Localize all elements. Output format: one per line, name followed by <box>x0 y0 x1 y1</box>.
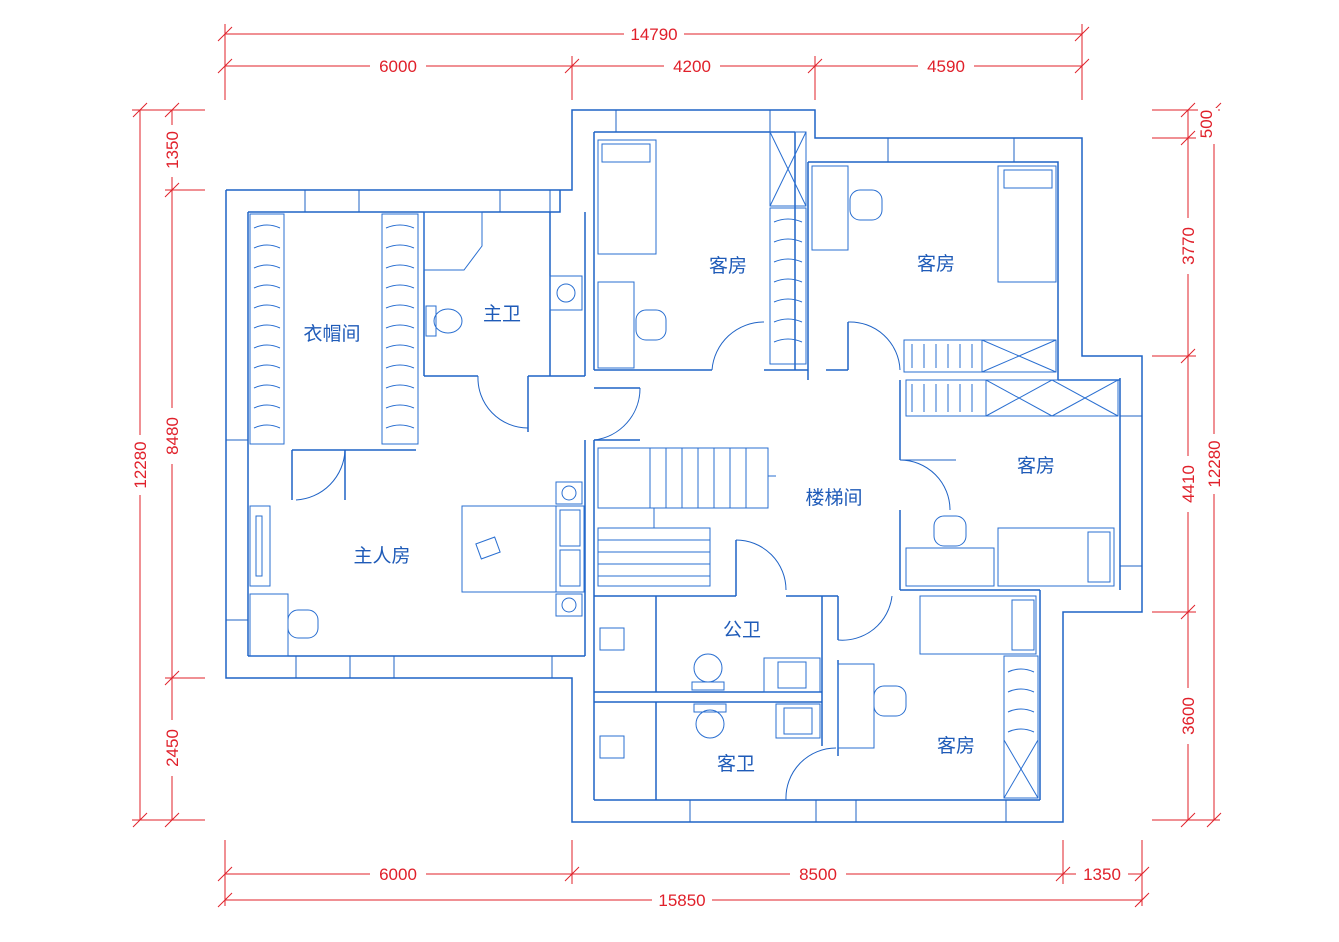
label-guest-bath: 客卫 <box>717 753 755 775</box>
room-labels: 衣帽间 主卫 客房 客房 客房 楼梯间 主人房 公卫 客卫 客房 <box>303 253 1055 775</box>
label-public-bath: 公卫 <box>723 619 761 641</box>
dim-right-seg-2: 3770 <box>1179 227 1198 265</box>
label-master-bedroom: 主人房 <box>353 545 410 567</box>
label-master-bath: 主卫 <box>483 303 521 325</box>
label-guest-room-1: 客房 <box>709 255 747 277</box>
dim-left-total: 12280 <box>131 441 150 488</box>
dim-bottom-seg-3: 1350 <box>1083 865 1121 884</box>
furniture <box>249 131 1119 799</box>
dimension-labels: 14790 6000 4200 4590 6000 8500 1350 1585… <box>130 24 1224 910</box>
outer-walls <box>225 109 1143 823</box>
dim-bottom-total: 15850 <box>658 891 705 910</box>
dim-bottom-seg-2: 8500 <box>799 865 837 884</box>
label-guest-room-3: 客房 <box>1017 455 1055 477</box>
staircase <box>597 447 776 587</box>
label-guest-room-4: 客房 <box>937 735 975 757</box>
dim-bottom-seg-1: 6000 <box>379 865 417 884</box>
hanger-set-1 <box>253 224 415 429</box>
label-cloakroom: 衣帽间 <box>303 323 360 345</box>
dim-top-seg-1: 6000 <box>379 57 417 76</box>
label-guest-room-2: 客房 <box>917 253 955 275</box>
dim-right-seg-3: 4410 <box>1179 465 1198 503</box>
doors <box>295 321 956 801</box>
dim-right-seg-1: 500 <box>1197 110 1216 138</box>
dim-right-total: 12280 <box>1205 440 1224 487</box>
dim-top-seg-2: 4200 <box>673 57 711 76</box>
label-stairwell: 楼梯间 <box>805 487 862 509</box>
dimension-lines <box>132 24 1222 908</box>
dim-left-seg-1: 1350 <box>163 131 182 169</box>
dim-left-seg-3: 2450 <box>163 729 182 767</box>
dim-top-total: 14790 <box>630 25 677 44</box>
dim-top-seg-3: 4590 <box>927 57 965 76</box>
dim-right-seg-4: 3600 <box>1179 697 1198 735</box>
dim-left-seg-2: 8480 <box>163 417 182 455</box>
